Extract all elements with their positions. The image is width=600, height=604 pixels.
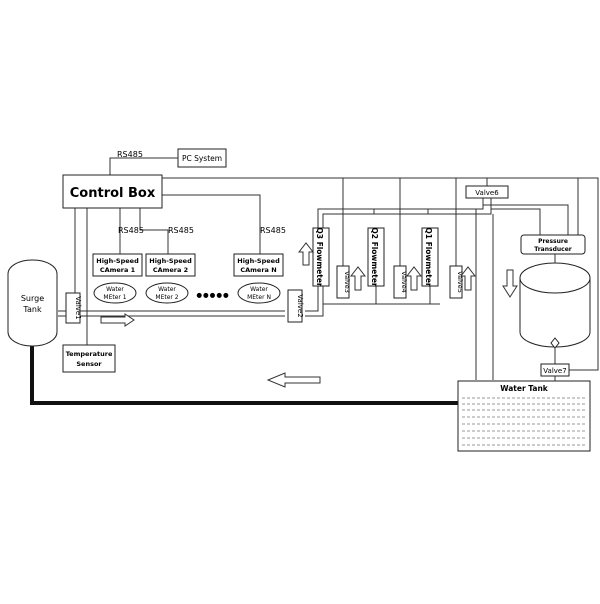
- surge-tank-line2: Tank: [22, 305, 42, 314]
- rs485-cam2-label: RS485: [168, 226, 194, 235]
- camera-1-line2: CAmera 1: [100, 266, 136, 274]
- rs485-camN-label: RS485: [260, 226, 286, 235]
- pipe-valve6-tank: [482, 198, 569, 236]
- pressure-tank-drain-valve: [550, 337, 560, 349]
- camera-n-line2: CAmera N: [240, 266, 276, 274]
- valve-4-label: Valve4: [400, 271, 408, 293]
- flowmeter-q2-label: Q2 Flowmeter: [370, 227, 379, 287]
- rs485-cam1-label: RS485: [118, 226, 144, 235]
- valve-2: [287, 289, 303, 323]
- flowmeter-q1-label: Q1 Flowmeter: [424, 227, 433, 287]
- pipe-return-q3: [322, 286, 440, 305]
- ellipsis-dots: ●●●●●: [196, 291, 229, 299]
- camera-2-line1: High-Speed: [149, 257, 192, 265]
- pipe-return-thick: [30, 346, 458, 405]
- valve-6-label: Valve6: [475, 189, 499, 197]
- flow-arrow-up-q1-icon: [405, 266, 423, 291]
- control-box-label: Control Box: [70, 186, 156, 201]
- valve-3: [336, 265, 350, 299]
- water-meter-n: [237, 282, 281, 304]
- rs485-pc-label: RS485: [117, 150, 143, 159]
- camera-2-box: [145, 253, 196, 277]
- valve-1-label: Valve1: [74, 296, 82, 319]
- flow-arrow-right-icon: [100, 313, 135, 327]
- pressure-transducer-line2: Transducer: [534, 246, 571, 253]
- wire-pressure: [568, 178, 579, 237]
- water-meter-2-line1: Water: [158, 286, 176, 293]
- control-box: [62, 174, 163, 209]
- valve-2-label: Valve2: [296, 294, 304, 317]
- valve-5: [449, 265, 463, 299]
- valve-7: [540, 363, 570, 377]
- camera-n-box: [233, 253, 284, 277]
- wire-control-valve7: [162, 177, 599, 371]
- water-meter-2-line2: MEter 2: [155, 294, 178, 301]
- temperature-sensor-line2: Sensor: [76, 360, 102, 368]
- valve-1: [65, 292, 81, 324]
- surge-tank-line1: Surge: [21, 294, 44, 303]
- camera-1-line1: High-Speed: [96, 257, 139, 265]
- camera-2-line2: CAmera 2: [153, 266, 188, 274]
- valve-6: [465, 185, 509, 199]
- temperature-sensor: [62, 344, 116, 373]
- flowmeter-q3-label: Q3 Flowmeter: [315, 227, 324, 287]
- pressure-transducer: [520, 234, 586, 255]
- water-meter-n-line1: Water: [250, 286, 268, 293]
- flow-arrow-left-icon: [266, 372, 321, 388]
- flowmeter-q3: [312, 227, 330, 287]
- water-meter-1-line2: MEter 1: [103, 294, 126, 301]
- signal-wires: [74, 157, 599, 371]
- valve-3-label: Valve3: [343, 271, 351, 293]
- valve-5-label: Valve5: [456, 271, 464, 293]
- water-meter-n-line2: MEter N: [247, 294, 271, 301]
- flowmeter-q1: [421, 227, 439, 287]
- temperature-sensor-line1: Temperature: [66, 350, 113, 358]
- pressure-transducer-line1: Pressure: [538, 238, 568, 245]
- surge-tank: [7, 259, 58, 347]
- flow-arrow-up-return-icon: [459, 266, 477, 291]
- pipe-to-pressure: [491, 208, 541, 235]
- pressure-tank: [519, 254, 591, 349]
- camera-n-line1: High-Speed: [237, 257, 280, 265]
- wire-control-cam2: [139, 208, 169, 254]
- pipes: [30, 198, 569, 405]
- flow-arrow-up-q3-icon: [297, 242, 315, 266]
- flowmeter-q2: [367, 227, 385, 287]
- water-meter-1-line1: Water: [106, 286, 124, 293]
- water-meter-2: [145, 282, 189, 304]
- camera-1-box: [92, 253, 143, 277]
- water-tank: [457, 380, 591, 452]
- water-lines: [462, 397, 587, 446]
- flow-arrow-down-tank-icon: [502, 269, 518, 298]
- flow-arrows: [100, 242, 518, 388]
- valve-4: [393, 265, 407, 299]
- pc-system-box: [177, 148, 227, 168]
- water-tank-label: Water Tank: [500, 384, 549, 393]
- flow-arrow-up-q2-icon: [349, 266, 367, 291]
- pc-system-label: PC System: [182, 154, 222, 163]
- water-meter-1: [93, 282, 137, 304]
- pressure-tank-top: [519, 262, 591, 294]
- wire-control-pc: [109, 157, 178, 175]
- valve-7-label: Valve7: [543, 367, 566, 375]
- wire-control-camN: [162, 194, 261, 254]
